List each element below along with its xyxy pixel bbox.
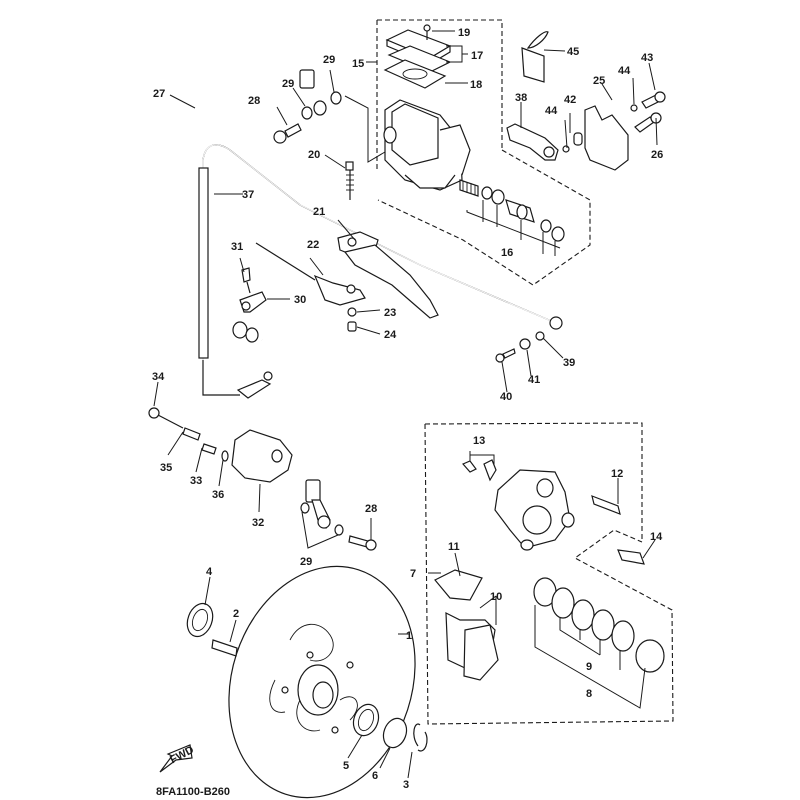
label-2: 2 <box>233 608 239 620</box>
label-32: 32 <box>252 517 264 529</box>
circlip-3[interactable] <box>413 723 428 752</box>
leader-lines <box>153 30 658 779</box>
label-18: 18 <box>470 79 482 91</box>
brake-hose[interactable] <box>171 35 331 530</box>
label-19: 19 <box>458 27 470 39</box>
label-10: 10 <box>490 591 502 603</box>
label-25: 25 <box>593 75 605 87</box>
label-34: 34 <box>152 371 165 383</box>
brake-lever[interactable] <box>337 231 439 319</box>
label-16: 16 <box>501 247 513 259</box>
caliper-assembly-group <box>424 422 674 725</box>
label-37: 37 <box>242 189 254 201</box>
lever-holder[interactable] <box>255 242 366 306</box>
brake-cable[interactable] <box>198 144 563 399</box>
label-43: 43 <box>641 52 653 64</box>
brake-disc[interactable] <box>200 542 444 800</box>
banjo-bolt-lower[interactable] <box>300 502 377 551</box>
brake-pads[interactable] <box>434 569 499 681</box>
label-28-upper: 28 <box>248 95 260 107</box>
label-7: 7 <box>410 568 416 580</box>
banjo-bolt-upper[interactable] <box>273 91 342 144</box>
parking-brake-bracket[interactable] <box>506 31 666 171</box>
label-39: 39 <box>563 357 575 369</box>
label-1: 1 <box>406 630 412 642</box>
label-42: 42 <box>564 94 576 106</box>
master-cylinder-kit-group <box>376 19 591 286</box>
label-5: 5 <box>343 760 349 772</box>
label-15: 15 <box>352 58 364 70</box>
label-6: 6 <box>372 770 378 782</box>
label-27: 27 <box>153 88 165 100</box>
label-40: 40 <box>500 391 512 403</box>
piston-seals[interactable] <box>533 577 665 709</box>
label-29-a: 29 <box>282 78 294 90</box>
label-41: 41 <box>528 374 540 386</box>
label-33: 33 <box>190 475 202 487</box>
label-12: 12 <box>611 468 623 480</box>
nut-23[interactable] <box>347 307 357 317</box>
label-26: 26 <box>651 149 663 161</box>
piston-kit[interactable] <box>459 179 565 256</box>
label-29-c: 29 <box>300 556 312 568</box>
rear-caliper-assembly[interactable] <box>148 407 293 483</box>
caliper-body[interactable] <box>462 459 645 565</box>
label-22: 22 <box>307 239 319 251</box>
label-9: 9 <box>586 661 592 673</box>
label-23: 23 <box>384 307 396 319</box>
label-45: 45 <box>567 46 579 58</box>
label-36: 36 <box>212 489 224 501</box>
label-44-a: 44 <box>545 105 558 117</box>
label-3: 3 <box>403 779 409 791</box>
bolt-20[interactable] <box>345 161 354 200</box>
label-29-b: 29 <box>323 54 335 66</box>
label-24: 24 <box>384 329 397 341</box>
fittings-39-41[interactable] <box>495 331 545 363</box>
label-4: 4 <box>206 566 213 578</box>
label-35: 35 <box>160 462 172 474</box>
label-14: 14 <box>650 531 663 543</box>
fwd-label: FWD <box>168 744 196 766</box>
label-44-b: 44 <box>618 65 631 77</box>
label-28-lower: 28 <box>365 503 377 515</box>
diagram-reference-code: 8FA1100-B260 <box>156 786 230 798</box>
label-11: 11 <box>448 541 460 553</box>
label-13: 13 <box>473 435 485 447</box>
reservoir-cap[interactable] <box>383 24 452 89</box>
label-8: 8 <box>586 688 592 700</box>
label-30: 30 <box>294 294 306 306</box>
label-38: 38 <box>515 92 527 104</box>
clamp-30[interactable] <box>239 267 267 313</box>
cap-24[interactable] <box>347 321 357 332</box>
label-31: 31 <box>231 241 243 253</box>
label-17: 17 <box>471 50 483 62</box>
label-21: 21 <box>313 206 325 218</box>
washer-4[interactable] <box>183 600 217 640</box>
forward-direction-indicator: FWD <box>159 744 196 773</box>
part-labels: 1 2 3 4 5 6 7 8 9 10 11 12 13 14 15 16 1… <box>152 27 663 791</box>
washer-6[interactable] <box>380 715 411 751</box>
master-cylinder-body[interactable] <box>383 99 471 191</box>
key-2[interactable] <box>211 639 238 657</box>
label-20: 20 <box>308 149 320 161</box>
